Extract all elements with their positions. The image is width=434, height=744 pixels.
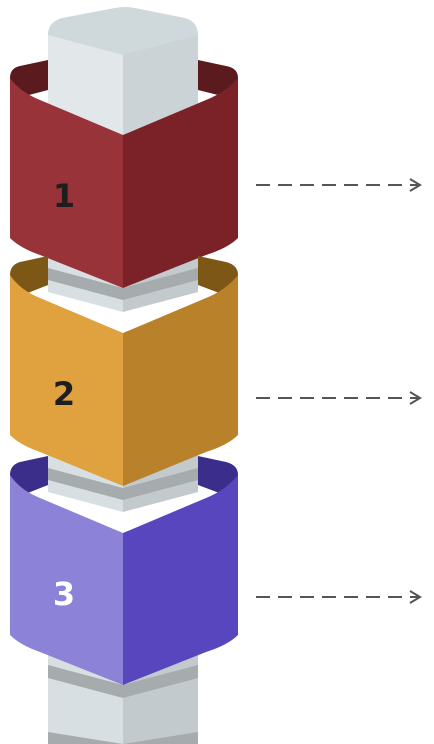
band-3-front-right [123,475,238,685]
band-2-front-left [10,275,123,486]
arrow-3-head-icon [409,590,422,604]
column-bottom-shade-1 [48,665,198,698]
band-1: 1 [10,60,238,288]
arrow-1 [256,178,422,192]
band-2-front-right [123,275,238,486]
band-1-front-right [123,78,238,288]
band-3-front-left [10,475,123,685]
column-segment-2-shade [48,468,198,500]
arrow-2 [256,391,422,405]
band-2-label: 2 [53,375,75,413]
arrow-1-head-icon [409,178,422,192]
band-1-front-left [10,78,123,288]
band-3: 3 [10,456,238,685]
column-bottom-shade-2 [48,732,198,744]
arrow-2-head-icon [409,391,422,405]
arrow-3 [256,590,422,604]
band-3-label: 3 [53,575,75,613]
band-2: 2 [10,256,238,486]
band-1-label: 1 [53,177,75,215]
column-segment-1-shade [48,268,198,300]
